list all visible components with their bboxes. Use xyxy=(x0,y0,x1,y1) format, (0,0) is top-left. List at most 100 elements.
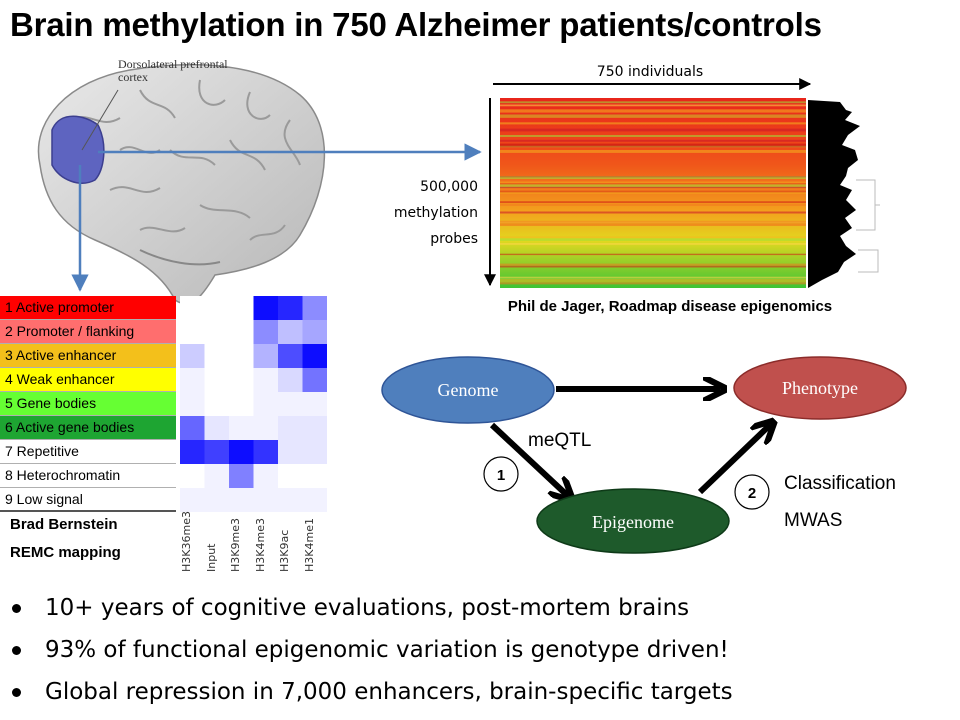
methylation-band xyxy=(500,104,806,107)
histone-mark-label: Input xyxy=(204,543,218,572)
enrichment-cell xyxy=(302,488,327,512)
chromatin-state-4: 4 Weak enhancer xyxy=(0,368,176,392)
enrichment-cell xyxy=(302,440,327,464)
remc-credit: Brad Bernstein REMC mapping xyxy=(10,516,121,561)
methylation-band xyxy=(500,181,806,183)
methylation-band xyxy=(500,186,806,189)
methylation-band xyxy=(500,114,806,118)
probes-label: 500,000 methylation probes xyxy=(393,179,478,247)
step-2-badge xyxy=(734,474,770,510)
genome-node: Genome xyxy=(381,356,555,424)
enrichment-cell xyxy=(229,392,254,416)
meqtl-label: meQTL xyxy=(528,430,591,451)
enrichment-cell xyxy=(204,320,229,344)
individuals-label: 750 individuals xyxy=(596,64,704,80)
methylation-band xyxy=(500,236,806,239)
enrichment-cell xyxy=(253,368,278,392)
epigenome-node: Epigenome xyxy=(536,488,730,554)
enrichment-cell xyxy=(253,464,278,488)
bullet-item: 93% of functional epigenomic variation i… xyxy=(10,630,955,672)
methylation-band xyxy=(500,184,806,188)
enrichment-cell xyxy=(278,464,303,488)
enrichment-cell xyxy=(278,416,303,440)
enrichment-cell xyxy=(229,464,254,488)
enrichment-cell xyxy=(180,488,205,512)
enrichment-cell xyxy=(278,320,303,344)
bullet-list: 10+ years of cognitive evaluations, post… xyxy=(10,588,955,714)
enrichment-cell xyxy=(253,296,278,320)
chromatin-state-3: 3 Active enhancer xyxy=(0,344,176,368)
enrichment-cell xyxy=(302,464,327,488)
enrichment-cell xyxy=(278,296,303,320)
methylation-band xyxy=(500,139,806,142)
histone-mark-label: H3K4me3 xyxy=(253,518,267,572)
step-2-label: 2 xyxy=(748,485,756,502)
enrichment-cell xyxy=(278,344,303,368)
dendrogram xyxy=(808,100,880,288)
methylation-credit: Phil de Jager, Roadmap disease epigenomi… xyxy=(507,298,833,315)
methylation-heatmap xyxy=(500,98,806,288)
enrichment-cell xyxy=(229,344,254,368)
methylation-band xyxy=(500,128,806,132)
enrichment-cell xyxy=(204,416,229,440)
methylation-band xyxy=(500,220,806,223)
enrichment-cell xyxy=(302,368,327,392)
epigenome-to-phenotype-arrow xyxy=(697,425,770,495)
chromatin-state-8: 8 Heterochromatin xyxy=(0,464,176,488)
methylation-band xyxy=(500,101,806,104)
methylation-band xyxy=(500,282,806,285)
enrichment-cell xyxy=(180,344,205,368)
enrichment-cell xyxy=(253,320,278,344)
enrichment-cell xyxy=(278,368,303,392)
methylation-band xyxy=(500,191,806,194)
enrichment-cell xyxy=(204,464,229,488)
slide-title: Brain methylation in 750 Alzheimer patie… xyxy=(10,6,822,43)
methylation-band xyxy=(500,222,806,226)
enrichment-cell xyxy=(229,440,254,464)
chromatin-state-7: 7 Repetitive xyxy=(0,440,176,464)
classification-label: Classification xyxy=(784,473,896,494)
enrichment-cell xyxy=(253,488,278,512)
enrichment-cell xyxy=(180,464,205,488)
methylation-band xyxy=(500,201,806,203)
methylation-band xyxy=(500,150,806,153)
methylation-band xyxy=(500,176,806,179)
enrichment-cell xyxy=(253,344,278,368)
enrichment-cell xyxy=(229,320,254,344)
bullet-dot-icon xyxy=(12,646,21,655)
bullet-item: Global repression in 7,000 enhancers, br… xyxy=(10,672,955,714)
enrichment-cell xyxy=(302,320,327,344)
dlpfc-region xyxy=(51,115,105,184)
enrichment-cell xyxy=(204,296,229,320)
enrichment-cell xyxy=(302,416,327,440)
histone-mark-label: H3K9me3 xyxy=(229,518,242,572)
methylation-band xyxy=(500,143,806,147)
enrichment-cell xyxy=(180,416,205,440)
enrichment-cell xyxy=(302,296,327,320)
methylation-band xyxy=(500,211,806,214)
enrichment-cell xyxy=(253,440,278,464)
enrichment-cell xyxy=(204,392,229,416)
causal-diagram: Genome Phenotype Epigenome meQTL 1 2 Cla… xyxy=(381,356,907,554)
enrichment-cell xyxy=(180,296,205,320)
bullet-dot-icon xyxy=(12,604,21,613)
enrichment-cell xyxy=(180,392,205,416)
bullet-dot-icon xyxy=(12,688,21,697)
enrichment-cell xyxy=(229,488,254,512)
enrichment-cell xyxy=(253,392,278,416)
methylation-band xyxy=(500,243,806,245)
histone-mark-label: H3K36me3 xyxy=(180,511,193,572)
mwas-label: MWAS xyxy=(784,510,842,531)
methylation-band xyxy=(500,135,806,137)
enrichment-heatmap xyxy=(180,296,327,512)
phenotype-node: Phenotype xyxy=(733,356,907,420)
histone-mark-label: H3K4me1 xyxy=(302,518,316,572)
enrichment-cell xyxy=(278,488,303,512)
enrichment-cell xyxy=(229,296,254,320)
methylation-band xyxy=(500,279,806,283)
methylation-band xyxy=(500,238,806,241)
step-1-label: 1 xyxy=(497,467,505,484)
